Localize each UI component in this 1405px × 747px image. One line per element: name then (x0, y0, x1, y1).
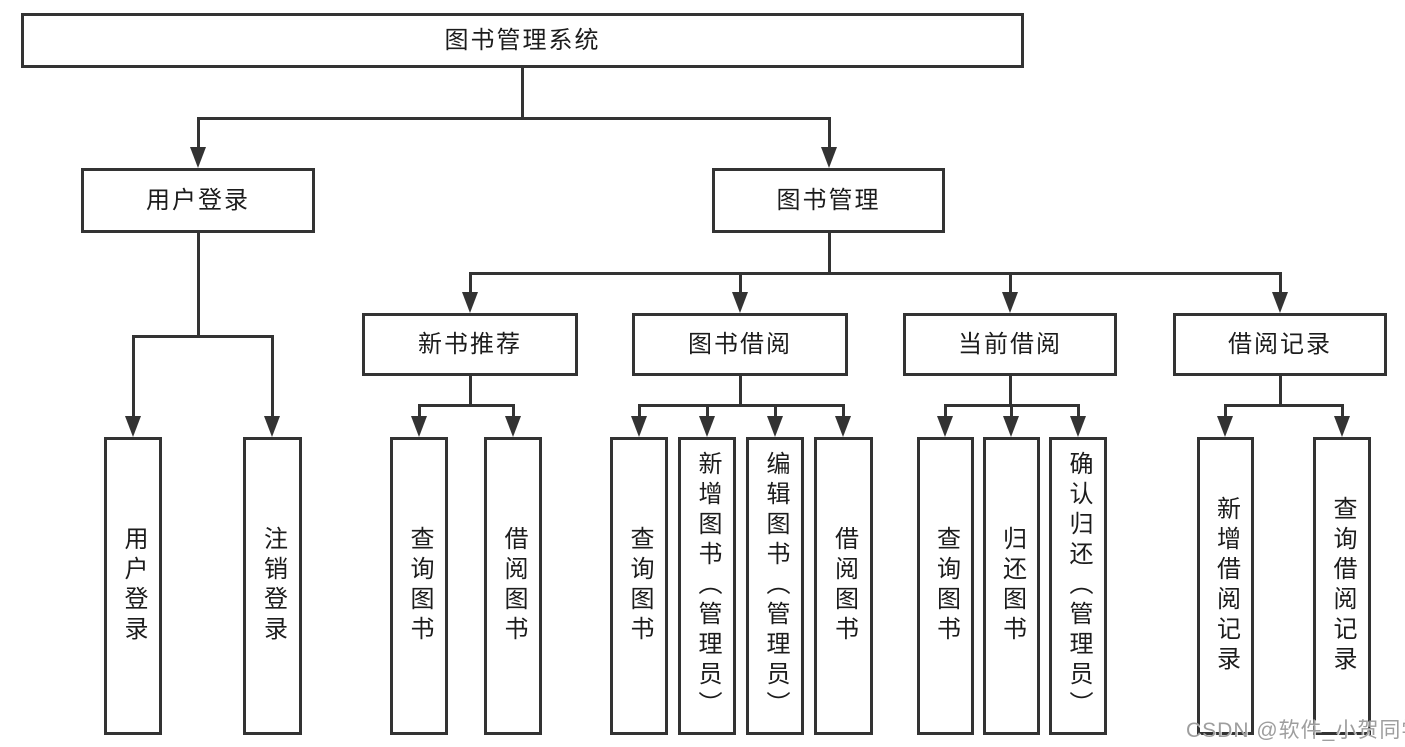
connector-line (132, 335, 273, 338)
node-book-borrowing: 图书借阅 (632, 313, 848, 376)
node-confirm-return-admin: 确认归还（管理员） (1049, 437, 1107, 735)
arrow-down-icon (699, 416, 715, 437)
node-system-root: 图书管理系统 (21, 13, 1024, 68)
connector-line (1224, 404, 1343, 407)
connector-line (739, 272, 742, 295)
node-user-login-leaf: 用户登录 (104, 437, 162, 735)
node-borrowing-records: 借阅记录 (1173, 313, 1387, 376)
arrow-down-icon (1217, 416, 1233, 437)
arrow-down-icon (1334, 416, 1350, 437)
connector-line (469, 272, 472, 295)
connector-line (1010, 404, 1013, 419)
arrow-down-icon (125, 416, 141, 437)
node-add-borrowing-record: 新增借阅记录 (1197, 437, 1254, 735)
connector-line (271, 335, 274, 419)
connector-line (739, 376, 742, 407)
connector-line (828, 117, 831, 150)
connector-line (469, 376, 472, 407)
connector-line (1077, 404, 1080, 419)
node-query-books-recommend: 查询图书 (390, 437, 448, 735)
connector-line (774, 404, 777, 419)
arrow-down-icon (264, 416, 280, 437)
node-user-login: 用户登录 (81, 168, 315, 233)
connector-line (197, 233, 200, 338)
arrow-down-icon (821, 147, 837, 168)
connector-line (469, 272, 1281, 275)
node-book-management: 图书管理 (712, 168, 945, 233)
node-query-borrowing-record: 查询借阅记录 (1313, 437, 1371, 735)
connector-line (706, 404, 709, 419)
node-logout-leaf: 注销登录 (243, 437, 302, 735)
arrow-down-icon (1003, 416, 1019, 437)
arrow-down-icon (1070, 416, 1086, 437)
connector-line (842, 404, 845, 419)
node-borrow-books-borrowing: 借阅图书 (814, 437, 873, 735)
connector-line (197, 117, 830, 120)
connector-line (418, 404, 421, 419)
node-edit-books-admin: 编辑图书（管理员） (746, 437, 804, 735)
arrow-down-icon (190, 147, 206, 168)
connector-line (638, 404, 844, 407)
arrow-down-icon (462, 292, 478, 313)
arrow-down-icon (835, 416, 851, 437)
arrow-down-icon (767, 416, 783, 437)
connector-line (512, 404, 515, 419)
connector-line (1279, 376, 1282, 407)
node-query-books-current: 查询图书 (917, 437, 974, 735)
connector-line (1279, 272, 1282, 295)
node-current-borrowing: 当前借阅 (903, 313, 1117, 376)
connector-line (828, 233, 831, 275)
connector-line (521, 66, 524, 120)
connector-line (132, 335, 135, 419)
connector-line (944, 404, 947, 419)
node-query-books-borrowing: 查询图书 (610, 437, 668, 735)
node-borrow-books-recommend: 借阅图书 (484, 437, 542, 735)
arrow-down-icon (937, 416, 953, 437)
connector-line (638, 404, 641, 419)
connector-line (197, 117, 200, 150)
arrow-down-icon (505, 416, 521, 437)
connector-line (1224, 404, 1227, 419)
arrow-down-icon (411, 416, 427, 437)
arrow-down-icon (1002, 292, 1018, 313)
connector-line (1009, 376, 1012, 407)
connector-line (1009, 272, 1012, 295)
connector-line (418, 404, 514, 407)
node-new-book-recommendation: 新书推荐 (362, 313, 578, 376)
connector-line (1341, 404, 1344, 419)
node-add-books-admin: 新增图书（管理员） (678, 437, 736, 735)
arrow-down-icon (1272, 292, 1288, 313)
arrow-down-icon (631, 416, 647, 437)
watermark-text: CSDN @软件_小贺同学 (1186, 719, 1405, 742)
arrow-down-icon (732, 292, 748, 313)
node-return-books: 归还图书 (983, 437, 1040, 735)
